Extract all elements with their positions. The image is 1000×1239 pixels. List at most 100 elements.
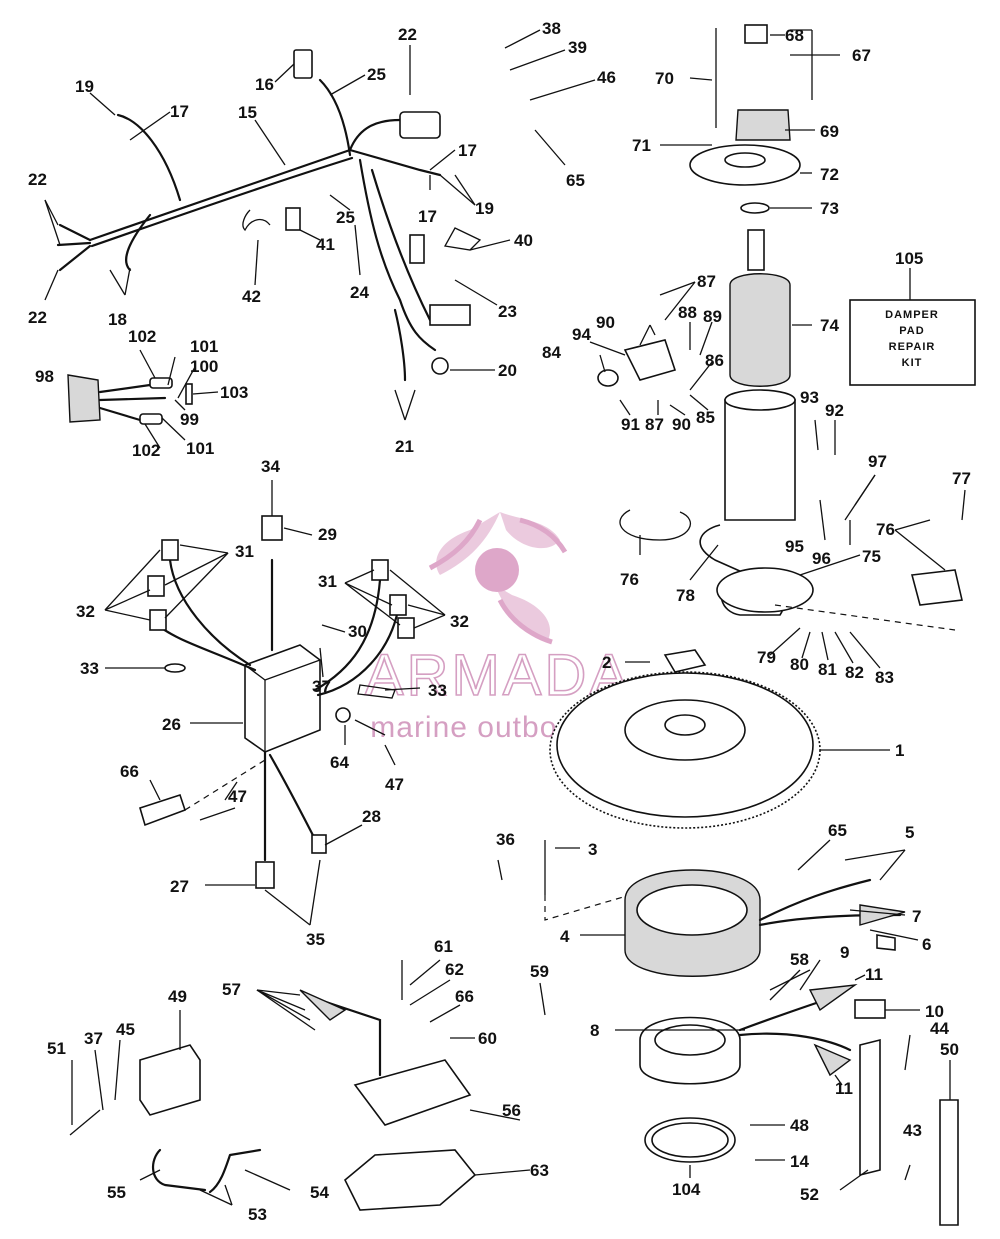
fuse-holder-icon bbox=[409, 234, 425, 264]
callout-71: 71 bbox=[632, 136, 651, 155]
bracket-66-icon bbox=[139, 793, 187, 827]
callout-87a: 87 bbox=[697, 272, 716, 291]
callout-22a: 22 bbox=[28, 170, 47, 189]
callout-37a: 37 bbox=[312, 677, 331, 696]
callout-81: 81 bbox=[818, 660, 837, 679]
callout-76b: 76 bbox=[620, 570, 639, 589]
callout-72: 72 bbox=[820, 165, 839, 184]
callout-45: 45 bbox=[116, 1020, 135, 1039]
callout-15: 15 bbox=[238, 103, 257, 122]
callout-23: 23 bbox=[498, 302, 517, 321]
callout-88: 88 bbox=[678, 303, 697, 322]
callout-79: 79 bbox=[757, 648, 776, 667]
washer-64-icon bbox=[335, 707, 351, 723]
callout-32b: 32 bbox=[450, 612, 469, 631]
damper-pad-repair-kit: DAMPER PAD REPAIR KIT bbox=[849, 299, 976, 386]
callout-1: 1 bbox=[895, 741, 904, 760]
callout-20: 20 bbox=[498, 361, 517, 380]
callout-67: 67 bbox=[852, 46, 871, 65]
connector-27-icon bbox=[255, 861, 275, 889]
ring-terminal-icon bbox=[431, 357, 449, 375]
callout-47a: 47 bbox=[385, 775, 404, 794]
callout-80: 80 bbox=[790, 655, 809, 674]
callout-93: 93 bbox=[800, 388, 819, 407]
callout-25a: 25 bbox=[367, 65, 386, 84]
callout-73: 73 bbox=[820, 199, 839, 218]
callout-29: 29 bbox=[318, 525, 337, 544]
plug-16-icon bbox=[293, 49, 313, 79]
callout-104: 104 bbox=[672, 1180, 701, 1199]
screw-51-icon bbox=[69, 1109, 101, 1136]
callout-22b: 22 bbox=[28, 308, 47, 327]
kit-line-2: PAD bbox=[899, 325, 924, 337]
callout-51: 51 bbox=[47, 1039, 66, 1058]
callout-numbers: 1 2 3 4 5 6 7 8 9 10 11 11 14 15 16 17 1… bbox=[28, 19, 971, 1224]
callout-35: 35 bbox=[306, 930, 325, 949]
gasket-63-icon bbox=[344, 1149, 477, 1211]
callout-60: 60 bbox=[478, 1029, 497, 1048]
callout-82: 82 bbox=[845, 663, 864, 682]
callout-52: 52 bbox=[800, 1185, 819, 1204]
callout-59: 59 bbox=[530, 962, 549, 981]
callout-43: 43 bbox=[903, 1121, 922, 1140]
callout-105: 105 bbox=[895, 249, 923, 268]
callout-5: 5 bbox=[905, 823, 914, 842]
leader-lines bbox=[44, 29, 966, 1206]
callout-89: 89 bbox=[703, 307, 722, 326]
callout-7: 7 bbox=[912, 907, 921, 926]
callout-8: 8 bbox=[590, 1021, 599, 1040]
callout-55: 55 bbox=[107, 1183, 126, 1202]
callout-99: 99 bbox=[180, 410, 199, 429]
callout-95: 95 bbox=[785, 537, 804, 556]
callout-44: 44 bbox=[930, 1019, 949, 1038]
callout-53: 53 bbox=[248, 1205, 267, 1224]
callout-85: 85 bbox=[696, 408, 715, 427]
callout-74: 74 bbox=[820, 316, 839, 335]
power-pack-assembly bbox=[139, 515, 415, 889]
drive-69-icon bbox=[735, 109, 791, 141]
switch-box-assembly bbox=[299, 960, 477, 1211]
callout-90a: 90 bbox=[596, 313, 615, 332]
callout-9: 9 bbox=[840, 943, 849, 962]
callout-27: 27 bbox=[170, 877, 189, 896]
callout-101a: 101 bbox=[190, 337, 218, 356]
callout-18: 18 bbox=[108, 310, 127, 329]
callout-77: 77 bbox=[952, 469, 971, 488]
terminal-41-icon bbox=[285, 207, 301, 231]
fuse-label-icon bbox=[429, 304, 471, 326]
callout-83: 83 bbox=[875, 668, 894, 687]
callout-63: 63 bbox=[530, 1161, 549, 1180]
callout-66b: 66 bbox=[455, 987, 474, 1006]
callout-19a: 19 bbox=[75, 77, 94, 96]
callout-96: 96 bbox=[812, 549, 831, 568]
callout-16: 16 bbox=[255, 75, 274, 94]
housing-75-icon bbox=[716, 567, 814, 613]
kit-line-3: REPAIR bbox=[889, 341, 936, 353]
callout-21: 21 bbox=[395, 437, 414, 456]
connector-10-icon bbox=[854, 999, 886, 1019]
callout-49: 49 bbox=[168, 987, 187, 1006]
callout-58: 58 bbox=[790, 950, 809, 969]
callout-17a: 17 bbox=[170, 102, 189, 121]
callout-50: 50 bbox=[940, 1040, 959, 1059]
callout-61: 61 bbox=[434, 937, 453, 956]
callout-38: 38 bbox=[542, 19, 561, 38]
callout-31a: 31 bbox=[235, 542, 254, 561]
clip-76-icon bbox=[619, 509, 692, 541]
wiring-harness bbox=[56, 49, 482, 382]
callout-14: 14 bbox=[790, 1152, 809, 1171]
callout-94: 94 bbox=[572, 325, 591, 344]
callout-97: 97 bbox=[868, 452, 887, 471]
callout-69: 69 bbox=[820, 122, 839, 141]
callout-2: 2 bbox=[602, 653, 611, 672]
harness-connector-icon bbox=[399, 111, 441, 139]
callout-30: 30 bbox=[348, 622, 367, 641]
callout-17c: 17 bbox=[418, 207, 437, 226]
callout-101b: 101 bbox=[186, 439, 214, 458]
washer-73-icon bbox=[740, 202, 770, 214]
nut-2-icon bbox=[663, 649, 707, 673]
callout-87b: 87 bbox=[645, 415, 664, 434]
armature-74-icon bbox=[729, 273, 791, 387]
kit-line-1: DAMPER bbox=[885, 309, 939, 321]
